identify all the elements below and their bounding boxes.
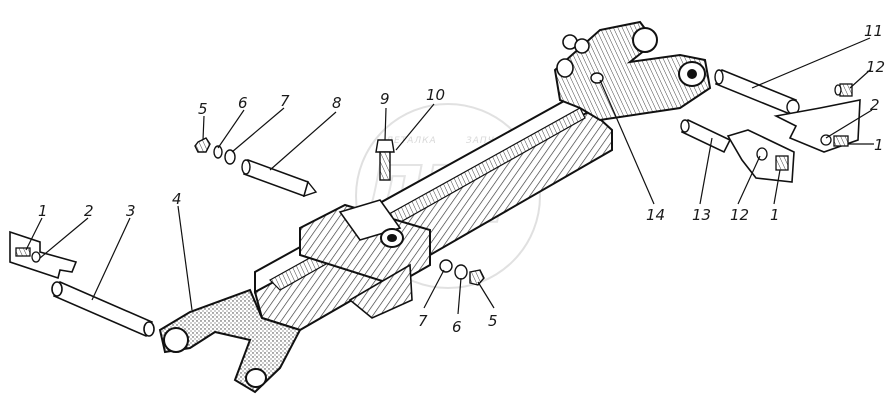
- callout-1-left: 1: [38, 202, 48, 220]
- watermark-left-text: ДЕТАЛКА: [385, 136, 437, 146]
- callout-10: 10: [426, 86, 445, 104]
- callout-1-mid: 1: [770, 206, 780, 224]
- fastener-set-bottom: [439, 259, 485, 286]
- bolt-9: [375, 139, 395, 181]
- callout-1-right: 1: [874, 136, 884, 154]
- callout-6-bottom: 6: [452, 318, 462, 336]
- callout-9: 9: [380, 90, 390, 108]
- callout-6-top: 6: [238, 94, 248, 112]
- pin-8: [241, 158, 318, 198]
- callout-2-right: 2: [870, 96, 880, 114]
- callout-14: 14: [646, 206, 665, 224]
- callout-11: 11: [864, 22, 883, 40]
- right-retaining-plate: [773, 83, 861, 153]
- frame-beam: [253, 93, 613, 332]
- callout-7-top: 7: [280, 92, 290, 110]
- pin-11: [714, 68, 800, 116]
- callout-2-left: 2: [84, 202, 94, 220]
- callout-labels: 1 2 3 4 5 6 7 8 9 10 11 12 2 1 14 13 12 …: [38, 22, 885, 336]
- callout-5-bottom: 5: [488, 312, 498, 330]
- callout-3: 3: [126, 202, 136, 220]
- fastener-set-top: [194, 137, 236, 165]
- callout-4: 4: [172, 190, 182, 208]
- center-pivot-bushing: [380, 228, 404, 248]
- callout-12-right: 12: [866, 58, 885, 76]
- leader-lines: [25, 37, 874, 315]
- callout-12-mid: 12: [730, 206, 749, 224]
- callout-13: 13: [692, 206, 711, 224]
- callout-5-top: 5: [198, 100, 208, 118]
- callout-7-bottom: 7: [418, 312, 428, 330]
- front-fork: [553, 20, 712, 122]
- pin-3: [51, 280, 155, 338]
- pin-13-assembly: [680, 118, 795, 183]
- callout-8: 8: [332, 94, 342, 112]
- rear-fork: [158, 288, 302, 394]
